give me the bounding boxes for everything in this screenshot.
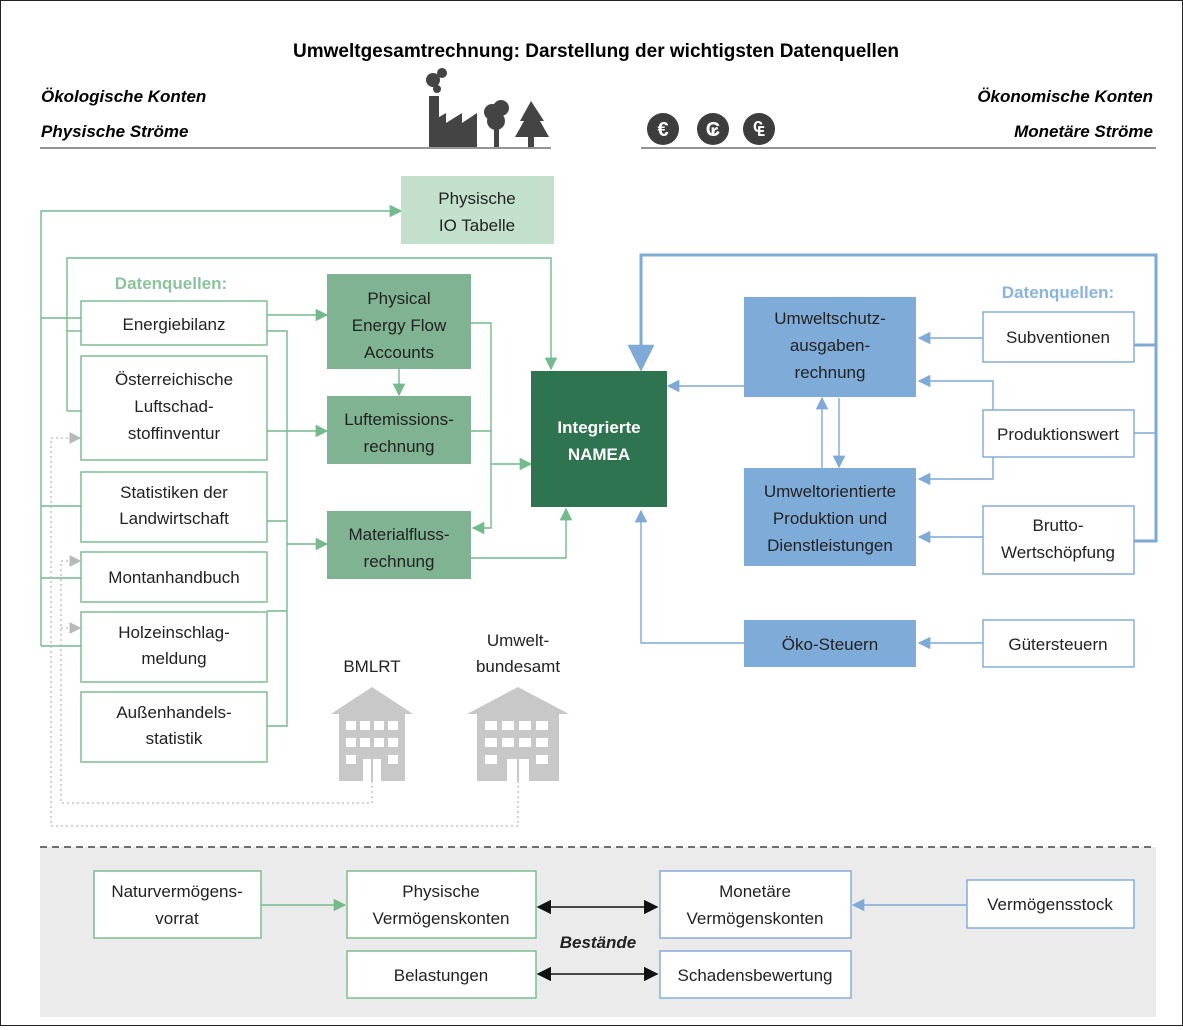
source-guetersteuern-label: Gütersteuern <box>1008 635 1107 654</box>
header-left-line1: Ökologische Konten <box>41 87 206 106</box>
source-landwirtschaft-line1: Statistiken der <box>120 483 228 502</box>
account-pefa-line1: Physical <box>367 289 430 308</box>
account-pefa <box>327 274 471 369</box>
header-right-line1: Ökonomische Konten <box>977 87 1153 106</box>
account-pefa-line3: Accounts <box>364 343 434 362</box>
account-umweltschutz <box>744 297 916 397</box>
naturvermoegen-line2: vorrat <box>155 909 199 928</box>
euro-coin-symbol: € <box>657 119 668 141</box>
right-sources: Datenquellen: Subventionen Produktionswe… <box>982 283 1135 668</box>
physische-io-line1: Physische <box>438 189 515 208</box>
header-left-line2: Physische Ströme <box>41 122 188 141</box>
namea-line2: NAMEA <box>568 445 630 464</box>
source-guetersteuern <box>982 619 1135 668</box>
page-title: Umweltgesamtrechnung: Darstellung der wi… <box>293 41 899 62</box>
source-montanhandbuch-label: Montanhandbuch <box>108 568 239 587</box>
ecu-coin-symbol: ₠ <box>753 119 765 141</box>
vermoegensstock-box <box>966 879 1135 929</box>
source-produktionswert <box>982 409 1135 458</box>
header-right-line2: Monetäre Ströme <box>1014 122 1153 141</box>
account-materialfluss-line1: Materialfluss- <box>348 525 449 544</box>
account-luftemission <box>327 396 471 464</box>
physische-vk-box <box>346 870 537 939</box>
account-umweltschutz-line3: rechnung <box>795 363 866 382</box>
currency-coins-icon: € ₢ ₠ <box>647 113 775 145</box>
account-upd <box>744 468 916 566</box>
source-brutto-line2: Wertschöpfung <box>1001 543 1115 562</box>
physische-io-line2: IO Tabelle <box>439 216 515 235</box>
right-sources-heading: Datenquellen: <box>1002 283 1114 302</box>
account-materialfluss-line2: rechnung <box>364 552 435 571</box>
monetaere-vk-line1: Monetäre <box>719 882 791 901</box>
institutions: BMLRT Umwelt- bundesamt <box>331 631 569 781</box>
belastungen-box <box>346 950 537 999</box>
source-luftschadstoffinventur <box>80 355 268 461</box>
account-upd-line1: Umweltorientierte <box>764 482 896 501</box>
monetaere-vk-box <box>659 870 852 939</box>
bmlrt-building-icon <box>331 687 413 781</box>
blue-connectors <box>627 253 1158 650</box>
factory-trees-icon <box>426 68 549 147</box>
bmlrt-label: BMLRT <box>343 657 400 676</box>
namea-line1: Integrierte <box>557 418 640 437</box>
left-sources-heading: Datenquellen: <box>115 274 227 293</box>
source-luftschadstoffinventur-line3: stoffinventur <box>128 424 221 443</box>
left-accounts: Physische IO Tabelle Physical Energy Flo… <box>327 176 554 579</box>
source-aussenhandel <box>80 691 268 763</box>
monetaere-vk-line2: Vermögenskonten <box>686 909 823 928</box>
account-luftemission-line2: rechnung <box>364 437 435 456</box>
cruzeiro-coin-symbol: ₢ <box>706 119 720 141</box>
source-landwirtschaft-line2: Landwirtschaft <box>119 509 229 528</box>
account-upd-line3: Dienstleistungen <box>767 536 893 555</box>
physische-io-tabelle <box>401 176 554 244</box>
source-energiebilanz <box>80 300 268 346</box>
source-bruttowertschoepfung <box>982 505 1135 575</box>
source-aussenhandel-line1: Außenhandels- <box>116 703 231 722</box>
umweltbundesamt-line1: Umwelt- <box>487 631 549 650</box>
account-upd-line2: Produktion und <box>773 509 887 528</box>
source-holzeinschlag-line1: Holzeinschlag- <box>118 623 230 642</box>
source-produktionswert-label: Produktionswert <box>997 425 1119 444</box>
schadensbewertung-box <box>659 950 852 999</box>
source-luftschadstoffinventur-line1: Österreichische <box>115 370 233 389</box>
belastungen-label: Belastungen <box>394 966 489 985</box>
right-accounts: Umweltschutz- ausgaben- rechnung Umwelto… <box>744 297 916 667</box>
schadensbewertung-label: Schadensbewertung <box>677 966 832 985</box>
source-subventionen <box>982 311 1135 363</box>
source-aussenhandel-line2: statistik <box>146 729 203 748</box>
source-subventionen-label: Subventionen <box>1006 328 1110 347</box>
naturvermoegen-line1: Naturvermögens- <box>111 882 242 901</box>
naturvermoegen-box <box>93 870 262 939</box>
source-energiebilanz-label: Energiebilanz <box>122 315 225 334</box>
bestaende-label: Bestände <box>560 933 637 952</box>
namea: Integrierte NAMEA <box>531 371 667 507</box>
left-sources: Datenquellen: Energiebilanz Österreichis… <box>80 274 268 763</box>
source-landwirtschaft <box>80 471 268 543</box>
source-luftschadstoffinventur-line2: Luftschad- <box>134 397 213 416</box>
physische-vk-line2: Vermögenskonten <box>372 909 509 928</box>
account-umweltschutz-line2: ausgaben- <box>790 336 870 355</box>
vermoegensstock-label: Vermögensstock <box>987 895 1113 914</box>
umweltbundesamt-building-icon <box>467 687 569 781</box>
gray-dotted-connectors <box>50 432 519 827</box>
account-pefa-line2: Energy Flow <box>352 316 447 335</box>
source-holzeinschlag <box>80 611 268 683</box>
namea-box <box>531 371 667 507</box>
umweltbundesamt-line2: bundesamt <box>476 657 560 676</box>
bottom-section: Naturvermögens- vorrat Physische Vermöge… <box>93 870 1135 999</box>
source-montanhandbuch <box>80 551 268 603</box>
green-connectors <box>40 204 573 727</box>
account-oeko-steuern-label: Öko-Steuern <box>782 635 878 654</box>
source-brutto-line1: Brutto- <box>1032 516 1083 535</box>
physische-vk-line1: Physische <box>402 882 479 901</box>
account-luftemission-line1: Luftemissions- <box>344 410 454 429</box>
source-holzeinschlag-line2: meldung <box>141 649 206 668</box>
account-umweltschutz-line1: Umweltschutz- <box>774 309 885 328</box>
account-oeko-steuern <box>744 620 916 667</box>
account-materialfluss <box>327 511 471 579</box>
